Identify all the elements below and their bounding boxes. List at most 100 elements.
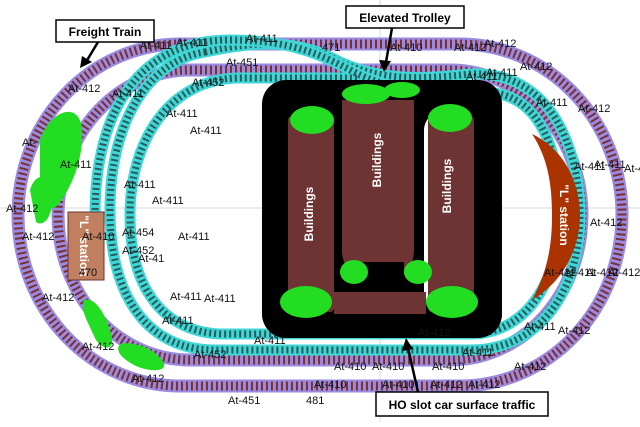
callout-elevated-trolley: Elevated Trolley	[345, 5, 465, 72]
foliage-patch	[428, 104, 472, 132]
track-label: At-412	[608, 267, 640, 279]
track-label: At-412	[558, 325, 590, 337]
track-label: At-412	[468, 379, 500, 391]
arrow-head	[402, 338, 413, 351]
track-label: 481	[306, 395, 324, 407]
building-block-bottom	[334, 292, 426, 314]
track-label: At-451	[226, 57, 258, 69]
track-label: At-454	[122, 227, 154, 239]
track-label: At-412	[514, 361, 546, 373]
track-label: At-412	[6, 203, 38, 215]
track-label: At-451	[228, 395, 260, 407]
buildings-label-right: Buildings	[440, 158, 454, 213]
track-label: At-411	[574, 161, 606, 173]
building-block-center	[342, 100, 414, 286]
buildings-label-center: Buildings	[370, 132, 384, 187]
callout-box	[55, 19, 155, 43]
track-label: At-410	[382, 379, 414, 391]
track-label: At-411	[594, 159, 626, 171]
track-label: At-412	[22, 231, 54, 243]
track-label: At-411	[124, 179, 156, 191]
track-label: At-411	[60, 159, 92, 171]
track-label: At-412	[578, 103, 610, 115]
track-labels: At-411 At-411 471 At-410 At-412 At-451 A…	[6, 33, 640, 407]
track-label: At-411	[466, 71, 498, 83]
track-label: At-411	[112, 88, 144, 100]
track-label: At-411	[176, 37, 208, 49]
foliage-patch	[39, 111, 83, 209]
callout-box	[345, 5, 465, 29]
callout-elevated-trolley-label: Elevated Trolley	[359, 11, 451, 25]
track-label: At-411	[536, 97, 568, 109]
track-label: At-411	[162, 315, 194, 327]
foliage-patch	[340, 260, 368, 284]
track-label: At-411	[190, 125, 222, 137]
foliage-patch	[30, 177, 53, 224]
buildings-label-left: Buildings	[302, 186, 316, 241]
track-label: At-412	[520, 61, 552, 73]
track-label: At-411	[178, 231, 210, 243]
foliage-patch	[290, 106, 334, 134]
foliage-patch	[342, 84, 390, 104]
track-label: At-412	[590, 217, 622, 229]
callout-box	[375, 391, 549, 417]
track-label: At-4	[624, 163, 640, 175]
track-label: At-412	[454, 42, 486, 54]
track-label: At-412	[418, 327, 450, 339]
foliage-patch	[426, 286, 478, 318]
foliage-patch	[280, 286, 332, 318]
track-label: At-410	[334, 361, 366, 373]
track-label: At-410	[372, 361, 404, 373]
track-label: At-412	[132, 373, 164, 385]
building-blocks: Buildings Buildings Buildings	[288, 116, 474, 312]
foliage-patch	[82, 299, 113, 348]
track-label: At-412	[82, 341, 114, 353]
track-label: At-410	[432, 361, 464, 373]
track-label: At-411	[170, 291, 202, 303]
track-label: At-411	[246, 33, 278, 45]
track-label: At-412	[484, 38, 516, 50]
track-label: At-411	[486, 67, 518, 79]
track-label: At-452	[192, 77, 224, 89]
track-label: At-411	[254, 335, 286, 347]
callout-freight-train-label: Freight Train	[69, 25, 142, 39]
track-label: At-452	[122, 245, 154, 257]
callout-ho-slot-car: HO slot car surface traffic	[375, 338, 549, 417]
callout-ho-slot-car-label: HO slot car surface traffic	[389, 398, 536, 412]
l-station-left	[67, 211, 105, 281]
l-station-left-number: 470	[79, 267, 97, 279]
l-station-right-label: "L" station	[557, 184, 571, 245]
callout-freight-train: Freight Train	[55, 19, 155, 68]
foliage-patch	[404, 260, 432, 284]
track-label: At-452	[194, 349, 226, 361]
track-label: At-411	[152, 195, 184, 207]
track-label: At-411	[564, 267, 596, 279]
building-block-right	[428, 116, 474, 312]
foliage	[30, 82, 478, 371]
track-label: At-412	[42, 292, 74, 304]
track-label: At-412	[68, 83, 100, 95]
track-label: At-411	[140, 40, 172, 52]
track-label: At-410	[390, 42, 422, 54]
track-label: At-412	[430, 379, 462, 391]
track-label: At-	[22, 137, 36, 149]
track-label: At-410	[82, 231, 114, 243]
l-station-left-label: "L" station	[77, 215, 91, 276]
arrow-head	[379, 60, 391, 72]
track-label: At-411	[462, 347, 494, 359]
track-label: At-411	[204, 293, 236, 305]
track-label: At-412	[544, 267, 576, 279]
l-station-right	[532, 134, 580, 300]
foliage-patch	[118, 343, 165, 371]
track-label: At-41	[138, 253, 164, 265]
track-label: At-410	[314, 379, 346, 391]
track-label: At-412	[586, 267, 618, 279]
track-label: At-411	[166, 108, 198, 120]
foliage-patch	[384, 82, 420, 98]
track-label: At-411	[524, 321, 556, 333]
building-block-left	[288, 116, 334, 312]
track-label: 471	[322, 42, 340, 54]
arrow-head	[80, 56, 92, 68]
